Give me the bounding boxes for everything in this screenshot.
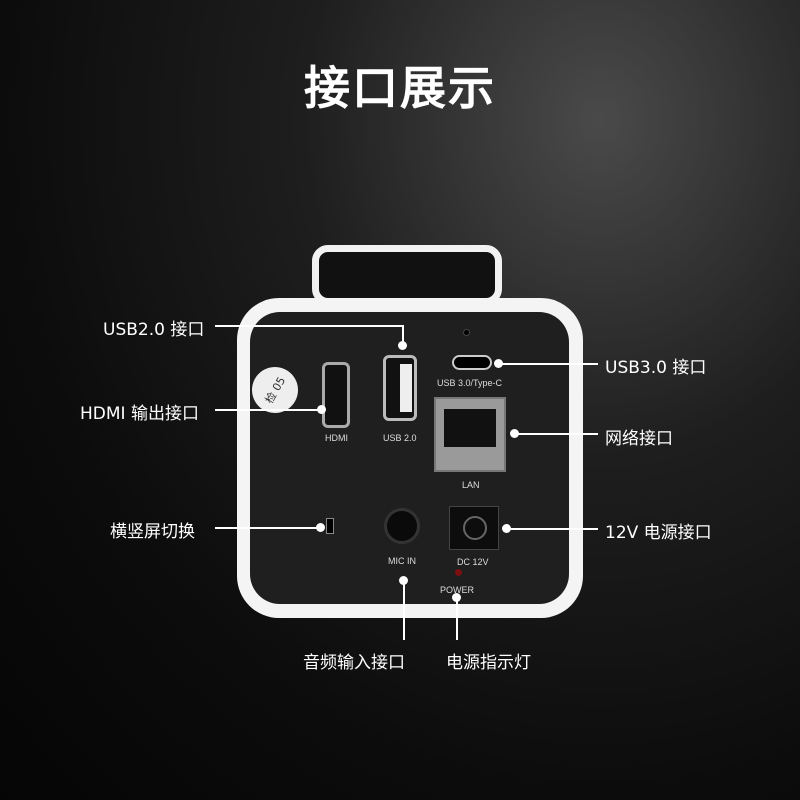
dc-callout-line [506, 528, 598, 530]
power-label: POWER [440, 585, 475, 595]
usb3-callout: USB3.0 接口 [605, 358, 707, 378]
mic-in-jack [384, 508, 420, 544]
mic-callout-line [403, 580, 405, 640]
dc-label: DC 12V [457, 557, 489, 567]
power-led-callout: 电源指示灯 [446, 653, 531, 673]
usb2-callout: USB2.0 接口 [103, 320, 205, 340]
hdmi-port [322, 362, 350, 428]
hdmi-callout-line [215, 409, 320, 411]
dc-power-jack [449, 506, 499, 550]
camera-handle [312, 245, 502, 305]
indicator-hole [463, 329, 470, 336]
hdmi-callout: HDMI 输出接口 [80, 404, 199, 424]
orientation-switch [326, 518, 334, 534]
lan-callout: 网络接口 [605, 429, 673, 449]
page-title: 接口展示 [304, 61, 496, 115]
usb3-callout-line [498, 363, 598, 365]
orientation-callout: 横竖屏切换 [110, 522, 195, 542]
usb2-callout-line [215, 325, 403, 327]
power-led [455, 569, 462, 576]
orientation-callout-dot [316, 523, 325, 532]
mic-callout: 音频输入接口 [303, 653, 405, 673]
usb3-typec-port [452, 355, 492, 370]
lan-label: LAN [462, 480, 480, 490]
usb2-callout-dot [398, 341, 407, 350]
usb2-port [383, 355, 417, 421]
usb2-callout-line-v [402, 325, 404, 345]
usb3-label: USB 3.0/Type-C [437, 378, 503, 388]
orientation-callout-line [215, 527, 320, 529]
hdmi-callout-dot [317, 405, 326, 414]
usb2-label: USB 2.0 [383, 433, 417, 443]
lan-port [434, 397, 506, 472]
mic-label: MIC IN [388, 556, 416, 566]
power-callout-line [456, 597, 458, 640]
hdmi-label: HDMI [325, 433, 348, 443]
dc-callout: 12V 电源接口 [605, 523, 712, 543]
lan-callout-line [514, 433, 598, 435]
